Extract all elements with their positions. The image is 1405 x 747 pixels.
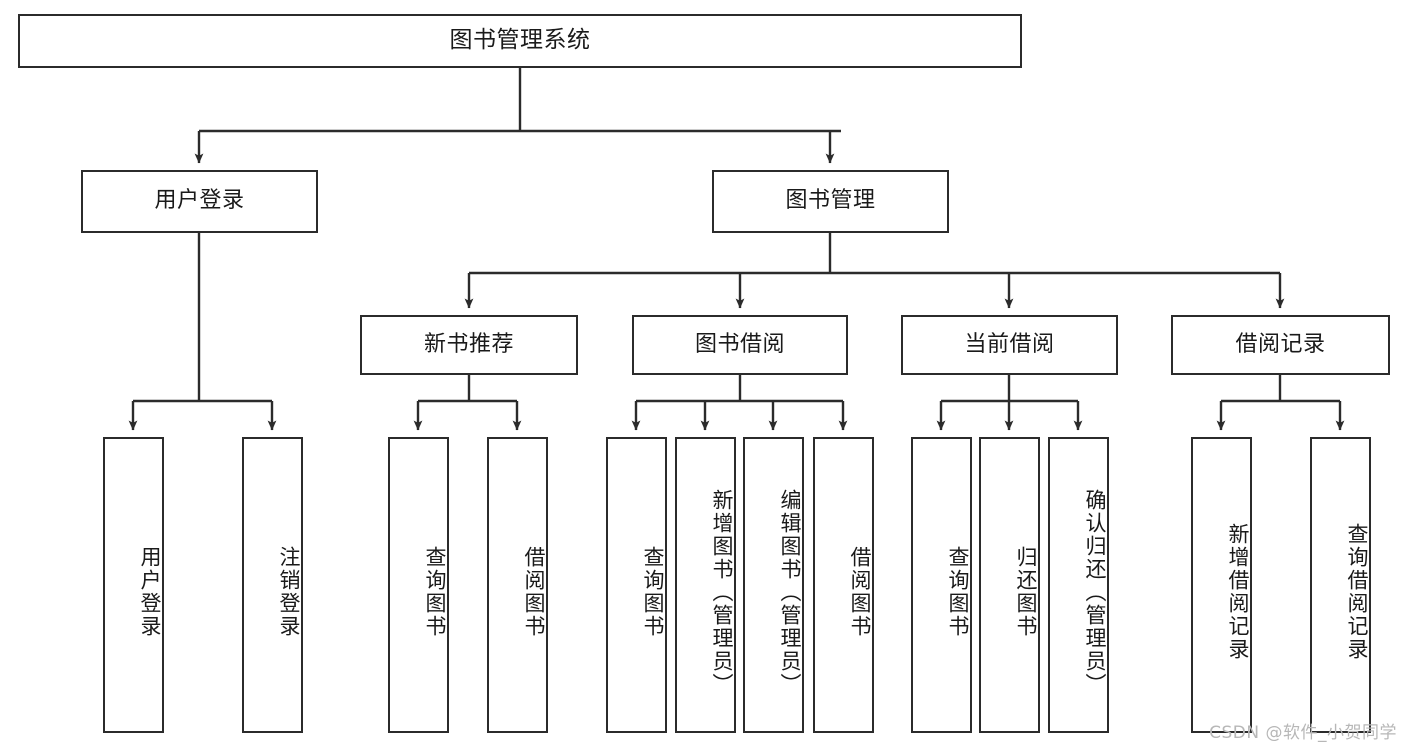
node-label: 新书推荐 [423,331,514,357]
node-label: 新增图书（管理员） [710,488,734,696]
node-label: 用户登录 [138,546,162,638]
node-book-management[interactable]: 图书管理 [712,170,949,233]
node-label: 借阅图书 [522,546,546,638]
node-label: 查询图书 [946,546,970,638]
node-leaf-borrow-book-1[interactable]: 借阅图书 [487,437,548,733]
node-label: 用户登录 [154,188,245,214]
node-leaf-logout-login[interactable]: 注销登录 [242,437,303,733]
node-root-system[interactable]: 图书管理系统 [18,14,1022,68]
node-leaf-add-borrow-record[interactable]: 新增借阅记录 [1191,437,1252,733]
node-label: 确认归还（管理员） [1083,488,1107,696]
node-label: 注销登录 [277,546,301,638]
node-leaf-borrow-book-2[interactable]: 借阅图书 [813,437,874,733]
node-label: 图书管理系统 [449,27,591,54]
node-label: 查询图书 [423,546,447,638]
node-label: 图书借阅 [694,331,785,357]
node-label: 编辑图书（管理员） [778,488,802,696]
node-label: 当前借阅 [964,331,1055,357]
node-leaf-return-book[interactable]: 归还图书 [979,437,1040,733]
node-new-book-recommend[interactable]: 新书推荐 [360,315,578,375]
node-user-login[interactable]: 用户登录 [81,170,318,233]
node-book-borrow[interactable]: 图书借阅 [632,315,848,375]
node-leaf-confirm-return-admin[interactable]: 确认归还（管理员） [1048,437,1109,733]
node-leaf-add-book-admin[interactable]: 新增图书（管理员） [675,437,736,733]
node-leaf-query-book-2[interactable]: 查询图书 [606,437,667,733]
node-leaf-query-book-3[interactable]: 查询图书 [911,437,972,733]
node-label: 借阅记录 [1235,331,1326,357]
node-label: 图书管理 [785,188,876,214]
watermark-text: CSDN @软件_小贺同学 [1209,723,1397,743]
node-leaf-user-login[interactable]: 用户登录 [103,437,164,733]
node-leaf-query-book-1[interactable]: 查询图书 [388,437,449,733]
node-leaf-edit-book-admin[interactable]: 编辑图书（管理员） [743,437,804,733]
node-label: 借阅图书 [848,546,872,638]
node-label: 新增借阅记录 [1226,523,1250,661]
node-label: 归还图书 [1014,546,1038,638]
node-borrow-record[interactable]: 借阅记录 [1171,315,1390,375]
node-current-borrow[interactable]: 当前借阅 [901,315,1118,375]
node-label: 查询借阅记录 [1345,523,1369,661]
node-label: 查询图书 [641,546,665,638]
node-leaf-query-borrow-record[interactable]: 查询借阅记录 [1310,437,1371,733]
